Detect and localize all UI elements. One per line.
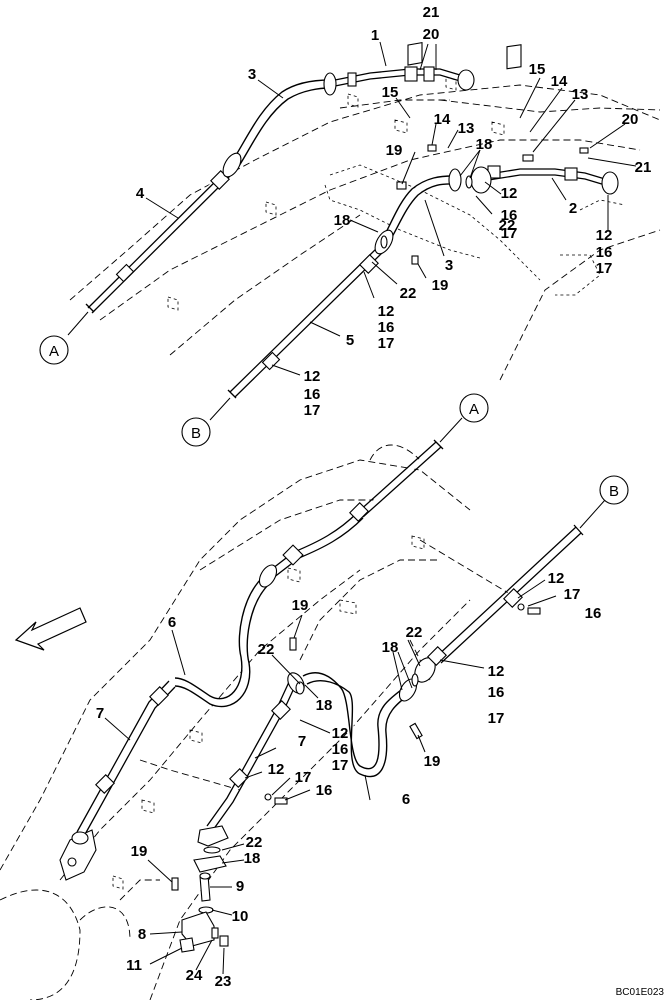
part-label: 22 — [406, 624, 423, 641]
upper-background-outline — [69, 76, 661, 381]
part-label: 16 — [316, 782, 333, 799]
part-label: 1 — [371, 27, 379, 44]
part-label: 17 — [378, 335, 395, 352]
part-label: 23 — [215, 973, 232, 990]
part-label: 12 — [548, 570, 565, 587]
part-label: 16 — [304, 386, 321, 403]
part-label: 19 — [386, 142, 403, 159]
part-label: 12 — [378, 303, 395, 320]
part-label: 12 — [268, 761, 285, 778]
part-label: 3 — [248, 66, 256, 83]
part-label: 11 — [126, 957, 142, 974]
part-label: 13 — [572, 86, 589, 103]
connector-b-upper: B — [181, 417, 211, 447]
lower-background-outline — [0, 444, 521, 1000]
part-label: 6 — [168, 614, 176, 631]
part-label: 20 — [423, 26, 440, 43]
part-label: 24 — [186, 967, 203, 984]
part-label: 5 — [346, 332, 354, 349]
part-label: 17 — [488, 710, 505, 727]
part-label: 18 — [382, 639, 399, 656]
part-label: 16 — [332, 741, 349, 758]
part-label: 7 — [96, 705, 104, 722]
part-label: 17 — [295, 769, 312, 786]
part-label: 12 — [488, 663, 505, 680]
part-label: 7 — [298, 733, 306, 750]
part-label: 4 — [136, 185, 145, 202]
part-label: 18 — [334, 212, 351, 229]
upper-leader-lines — [67, 41, 637, 421]
part-label: 16 — [596, 244, 613, 261]
part-label: 12 — [304, 368, 321, 385]
part-label: 14 — [551, 73, 568, 90]
part-label: 12 — [332, 725, 349, 742]
part-label: 8 — [138, 926, 146, 943]
part-label: 18 — [244, 850, 261, 867]
part-label: 12 — [596, 227, 613, 244]
part-label: 18 — [316, 697, 333, 714]
part-label: 16 — [501, 207, 518, 224]
drawing-code: BC01E023 — [616, 987, 665, 998]
part-label: 17 — [332, 757, 349, 774]
lower-leader-lines — [104, 417, 606, 975]
part-label: 12 — [501, 185, 518, 202]
part-label: 22 — [246, 834, 263, 851]
upper-part-labels: 21 20 1 3 15 14 13 15 14 13 20 21 19 18 … — [136, 4, 652, 419]
part-label: 17 — [564, 586, 581, 603]
lower-pipe-assembly — [59, 439, 584, 953]
upper-pipe-assembly — [85, 41, 619, 399]
part-label: 15 — [529, 61, 546, 78]
part-label: 6 — [402, 791, 410, 808]
forward-direction-arrow-icon — [14, 607, 87, 651]
part-label: 16 — [378, 319, 395, 336]
part-label: 21 — [423, 4, 440, 21]
part-label: 10 — [232, 908, 249, 925]
part-label: 19 — [292, 597, 309, 614]
svg-text:B: B — [609, 483, 619, 500]
part-label: 21 — [635, 159, 652, 176]
part-label: 22 — [499, 217, 516, 234]
part-label: 2 — [569, 200, 577, 217]
part-label: 16 — [585, 605, 602, 622]
part-label: 19 — [424, 753, 441, 770]
part-label: 13 — [458, 120, 475, 137]
part-label: 9 — [236, 878, 244, 895]
part-label: 19 — [432, 277, 449, 294]
part-label: 3 — [445, 257, 453, 274]
part-label: 19 — [131, 843, 148, 860]
svg-text:A: A — [469, 401, 479, 418]
part-label: 16 — [488, 684, 505, 701]
part-label: 17 — [596, 260, 613, 277]
svg-text:B: B — [191, 425, 201, 442]
connector-b-lower: B — [599, 475, 629, 505]
connector-a-lower: A — [459, 393, 489, 423]
part-label: 22 — [258, 641, 275, 658]
part-label: 15 — [382, 84, 399, 101]
connector-a-upper: A — [39, 335, 69, 365]
part-label: 17 — [501, 225, 518, 242]
part-label: 18 — [476, 136, 493, 153]
part-label: 17 — [304, 402, 321, 419]
svg-text:A: A — [49, 343, 59, 360]
lower-part-labels: 12 17 16 19 22 18 12 16 17 6 22 18 12 16… — [96, 570, 602, 990]
part-label: 14 — [434, 111, 451, 128]
part-label: 22 — [400, 285, 417, 302]
part-label: 20 — [622, 111, 639, 128]
